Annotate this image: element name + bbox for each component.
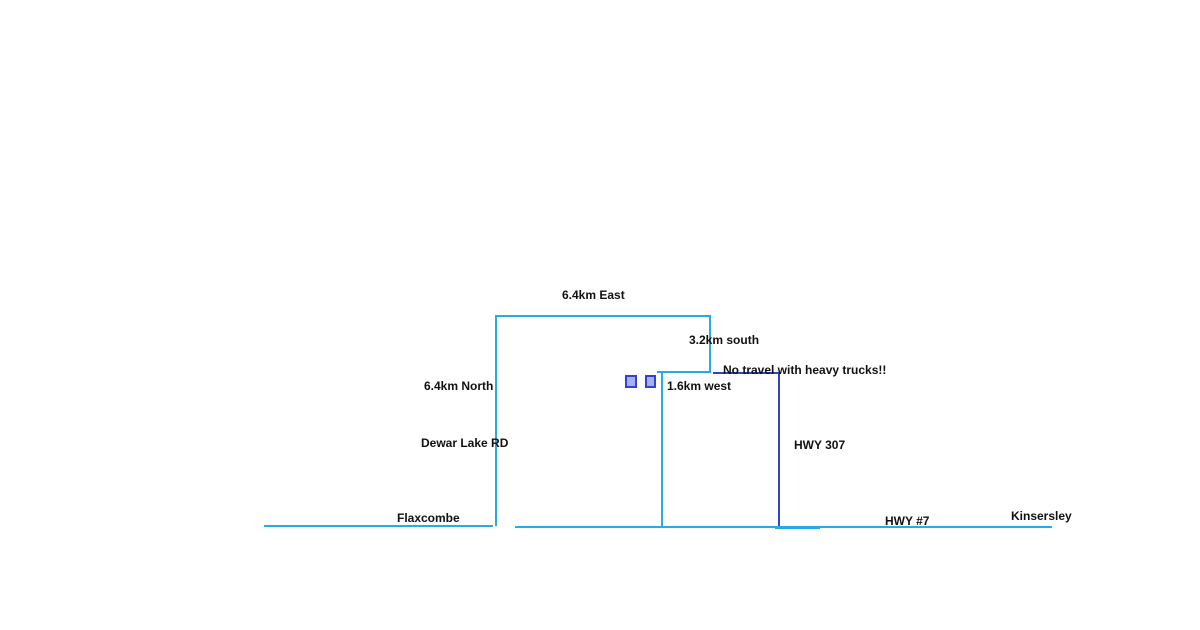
west-label: 1.6km west [667, 379, 732, 393]
east-label: 6.4km East [562, 288, 625, 302]
north-label: 6.4km North [424, 379, 494, 393]
south-label: 3.2km south [689, 333, 760, 347]
destination-marker [625, 375, 637, 388]
hwy307-road [713, 372, 780, 526]
destination-marker [645, 375, 656, 388]
dewar-lake-route [495, 315, 711, 526]
hwy307-label: HWY 307 [794, 438, 846, 452]
flaxcombe-label: Flaxcombe [397, 511, 460, 525]
hwy7-label: HWY #7 [885, 514, 930, 528]
warning-label: No travel with heavy trucks!! [723, 363, 887, 377]
dewar-lake-label: Dewar Lake RD [421, 436, 509, 450]
kinsersley-label: Kinsersley [1011, 509, 1072, 523]
